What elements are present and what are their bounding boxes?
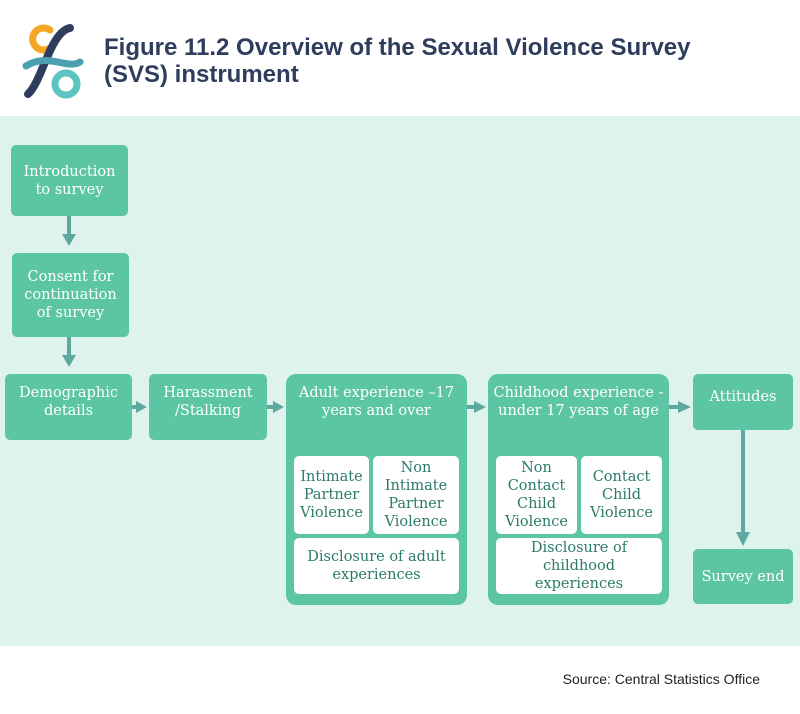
source-note: Source: Central Statistics Office xyxy=(562,671,760,687)
non-intimate-partner-violence-node: Non Intimate Partner Violence xyxy=(373,456,459,534)
header: Figure 11.2 Overview of the Sexual Viole… xyxy=(0,0,800,116)
demographic-node: Demographic details xyxy=(5,374,132,440)
childhood-disclosure-node: Disclosure of childhood experiences xyxy=(496,538,662,594)
adult-experience-header: Adult experience –17 years and over xyxy=(298,385,455,419)
contact-child-violence-node: Contact Child Violence xyxy=(581,456,662,534)
consent-node: Consent for continuation of survey xyxy=(12,253,129,337)
intro-node: Introduction to survey xyxy=(11,145,128,216)
harassment-node: Harassment /Stalking xyxy=(149,374,267,440)
adult-disclosure-node: Disclosure of adult experiences xyxy=(294,538,459,594)
survey-end-node: Survey end xyxy=(693,549,793,604)
childhood-experience-group: Childhood experience - under 17 years of… xyxy=(488,374,669,605)
intimate-partner-violence-node: Intimate Partner Violence xyxy=(294,456,369,534)
adult-experience-group: Adult experience –17 years and over Inti… xyxy=(286,374,467,605)
cso-logo-icon xyxy=(22,24,84,99)
figure-title: Figure 11.2 Overview of the Sexual Viole… xyxy=(104,34,691,88)
childhood-experience-header: Childhood experience - under 17 years of… xyxy=(493,385,664,419)
non-contact-child-violence-node: Non Contact Child Violence xyxy=(496,456,577,534)
attitudes-node: Attitudes xyxy=(693,374,793,430)
